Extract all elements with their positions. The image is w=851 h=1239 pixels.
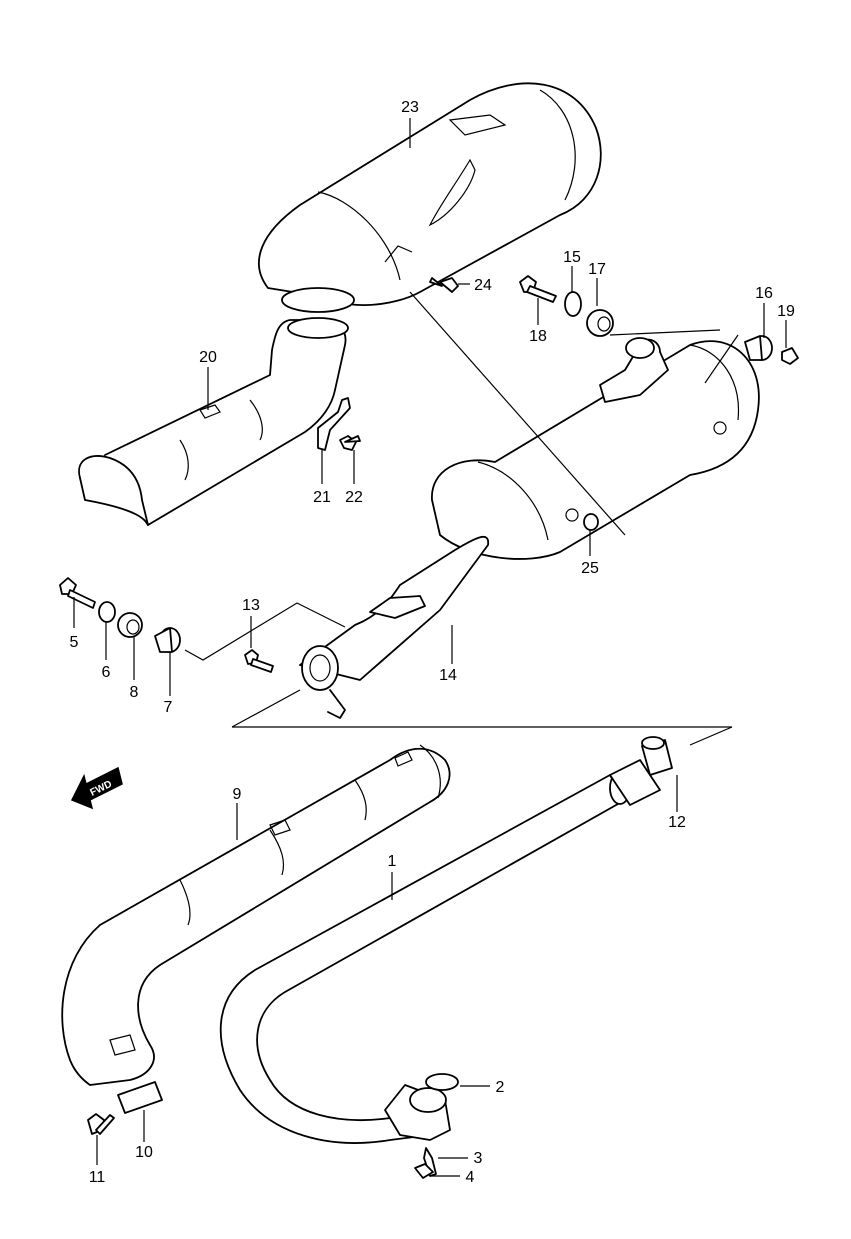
callout-10: 10	[135, 1144, 153, 1161]
callout-19: 19	[777, 303, 795, 320]
callout-21: 21	[313, 489, 331, 506]
callout-12: 12	[668, 814, 686, 831]
callout-25: 25	[581, 560, 599, 577]
callout-4: 4	[466, 1169, 475, 1186]
assembly-lines	[184, 291, 739, 746]
fwd-arrow-icon: FWD	[70, 766, 123, 810]
callout-11: 11	[89, 1169, 106, 1186]
heat-cover-20	[78, 317, 349, 526]
callout-7: 7	[164, 699, 173, 716]
callout-6: 6	[102, 664, 111, 681]
callout-5: 5	[70, 634, 79, 651]
callout-14: 14	[439, 667, 457, 684]
callout-23: 23	[401, 99, 419, 116]
callout-1: 1	[388, 853, 397, 870]
callout-3: 3	[474, 1150, 483, 1167]
callout-22: 22	[345, 489, 363, 506]
callout-2: 2	[496, 1079, 505, 1096]
callout-17: 17	[588, 261, 606, 278]
callout-16: 16	[755, 285, 773, 302]
muffler-14	[299, 337, 760, 719]
callout-20: 20	[199, 349, 217, 366]
callout-18: 18	[529, 328, 547, 345]
muffler-cover-23	[258, 82, 602, 313]
callout-13: 13	[242, 597, 260, 614]
exhaust-protector-9	[61, 744, 451, 1114]
callout-labels: 1 2 3 4 5 6 7 8 9 10 11 12 13 14 15 16 1…	[70, 99, 795, 1186]
callout-24: 24	[474, 277, 492, 294]
small-hardware	[59, 275, 799, 1179]
callout-8: 8	[130, 684, 139, 701]
callout-leaders	[73, 118, 787, 1177]
exhaust-pipe-1	[219, 759, 661, 1144]
callout-9: 9	[233, 786, 242, 803]
callout-15: 15	[563, 249, 581, 266]
